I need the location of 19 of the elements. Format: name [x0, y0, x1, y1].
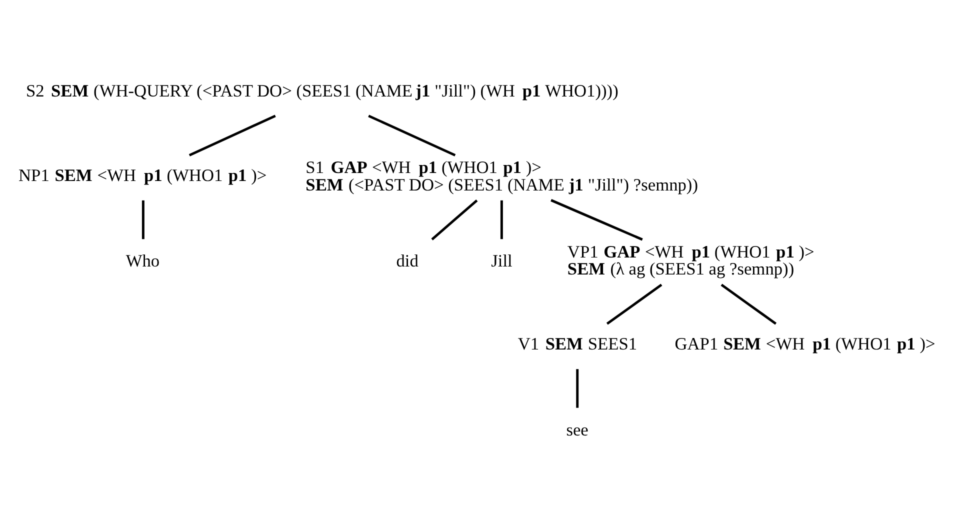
connector: [142, 200, 144, 240]
connector: [550, 199, 643, 241]
node-text: Jill: [491, 252, 512, 271]
node-text: V1 SEM SEES1: [518, 334, 638, 354]
node-text: see: [566, 420, 588, 440]
connector: [576, 369, 579, 408]
connector: [368, 114, 456, 156]
node-text: S2 SEM (WH-QUERY (<PAST DO> (SEES1 (NAME j1 "Jill") (WH p1 WHO1)))): [26, 82, 618, 101]
node-text: S1 GAP <WH p1 (WHO1 p1 )> SEM (<PAST DO> (SEES1 (NAME j1 "Jill") ?semnp)): [306, 158, 698, 194]
node-text: GAP1 SEM <WH p1 (WHO1 p1 )>: [674, 334, 936, 354]
node-text: NP1 SEM <WH p1 (WHO1 p1 )>: [18, 166, 267, 185]
connector: [720, 284, 777, 325]
node-text: did: [396, 252, 418, 271]
node-text: Who: [126, 252, 160, 271]
connector: [500, 200, 503, 240]
connector: [431, 199, 478, 240]
node-text: VP1 GAP <WH p1 (WHO1 p1 )> SEM (λ ag (SEES1 ag ?semnp)): [567, 242, 814, 279]
connector: [188, 114, 276, 156]
connector: [606, 284, 662, 325]
